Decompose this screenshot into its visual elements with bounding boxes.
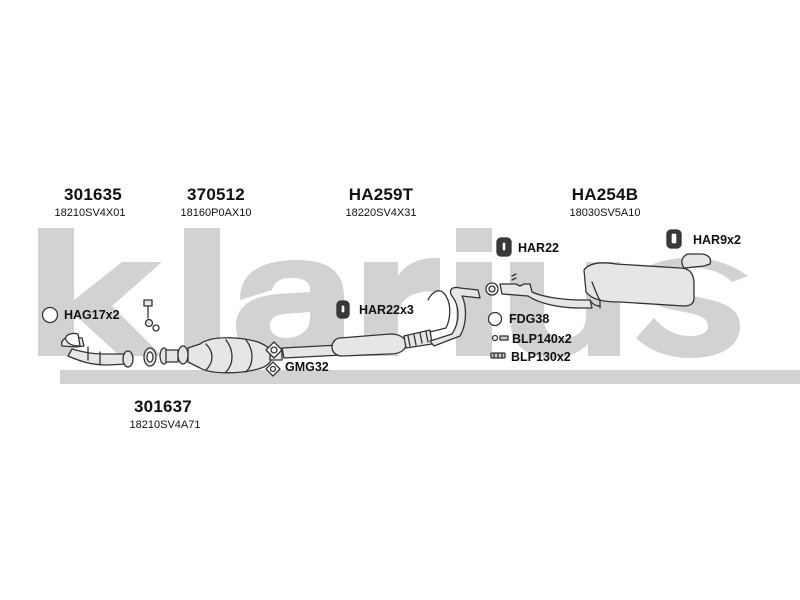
- oem-number-ha254b: 18030SV5A10: [569, 207, 641, 219]
- part-number-ha254b: HA254B: [571, 185, 639, 204]
- blp140-bolt-icon: [491, 334, 509, 342]
- rear-silencer-part: [583, 253, 712, 309]
- part-number-ha259t: HA259T: [348, 185, 414, 204]
- part-number-301635: 301635: [64, 185, 122, 204]
- part-number-301637: 301637: [134, 397, 192, 416]
- sensor-bolt: [143, 299, 160, 332]
- accessory-label-har22x3: HAR22x3: [359, 303, 414, 317]
- har9-hanger-icon: [666, 229, 682, 249]
- oem-number-ha259t: 18220SV4X31: [345, 207, 417, 219]
- accessory-label-fdg: FDG38: [509, 312, 550, 326]
- accessory-label-gmg: GMG32: [285, 360, 329, 374]
- mid-flange: [485, 282, 499, 296]
- accessory-label-hag: HAG17x2: [64, 308, 120, 322]
- fdg-ring-icon: [487, 311, 503, 327]
- catalyst-part: [159, 337, 283, 374]
- oem-number-370512: 18160P0AX10: [180, 207, 252, 219]
- accessory-label-har9: HAR9x2: [693, 233, 741, 247]
- flange-piece: [143, 347, 157, 367]
- gmg-gasket-icon: [265, 361, 281, 377]
- blp130-bolt-icon: [490, 352, 506, 359]
- center-silencer-part: [281, 286, 481, 359]
- oem-number-301635: 18210SV4X01: [54, 207, 126, 219]
- part-number-370512: 370512: [187, 185, 245, 204]
- har22-hanger-icon: [496, 237, 512, 257]
- har22x3-hanger-icon: [336, 300, 350, 319]
- accessory-label-blp130: BLP130x2: [511, 350, 571, 364]
- front-pipe-part: [60, 332, 134, 368]
- oem-number-301637: 18210SV4A71: [129, 419, 201, 431]
- accessory-label-blp140: BLP140x2: [512, 332, 572, 346]
- accessory-label-har22: HAR22: [518, 241, 559, 255]
- hag-ring-icon: [41, 306, 59, 324]
- rear-pipe-part: [499, 273, 593, 309]
